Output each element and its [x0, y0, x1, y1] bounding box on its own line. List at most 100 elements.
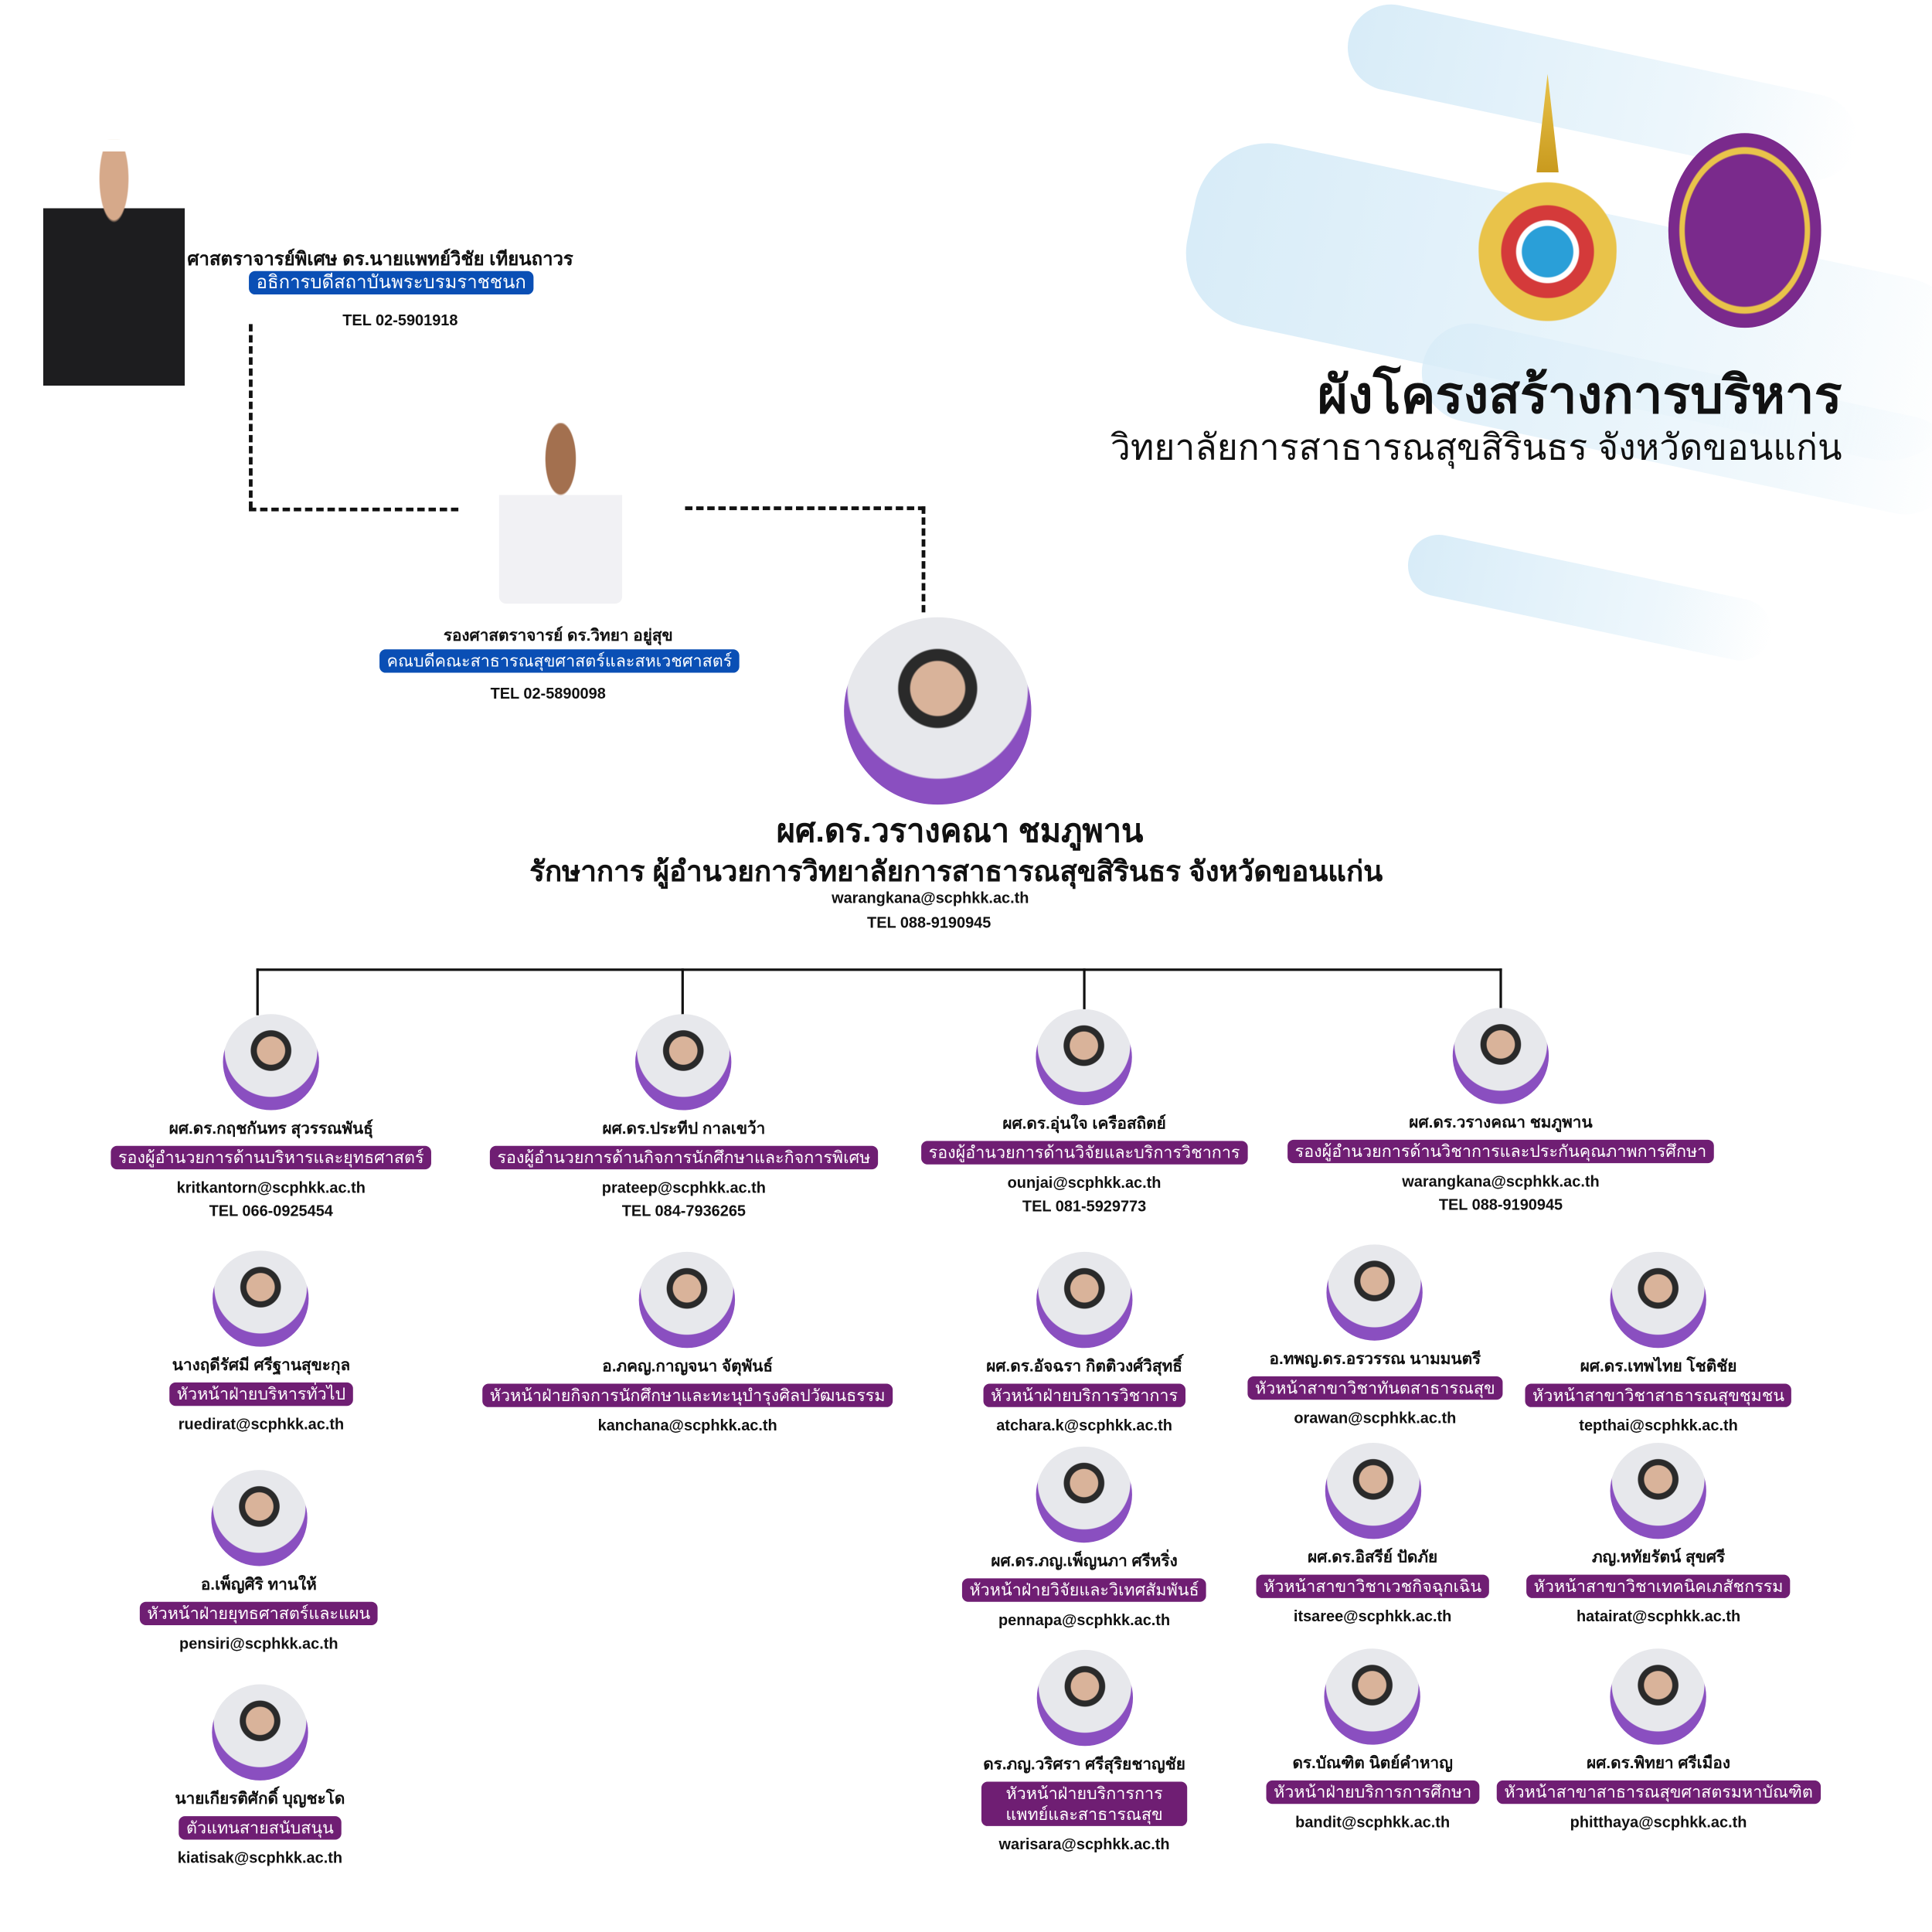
- staff-photo: [635, 1014, 733, 1111]
- staff-card: ผศ.ดร.ประทีป กาลเขว้ารองผู้อำนวยการด้านก…: [489, 1014, 878, 1220]
- staff-name: ผศ.ดร.ภญ.เพ็ญนภา ศรีหริ่ง: [991, 1551, 1178, 1570]
- director-photo: [43, 139, 185, 386]
- staff-position-badge: หัวหน้าฝ่ายกิจการนักศึกษาและทะนุบำรุงศิล…: [482, 1383, 893, 1407]
- tree-connector: [256, 968, 259, 1015]
- staff-photo: [1610, 1251, 1707, 1349]
- staff-card: ผศ.ดร.พิทยา ศรีเมืองหัวหน้าสาขาสาธารณสุข…: [1496, 1648, 1821, 1832]
- staff-photo: [223, 1014, 319, 1111]
- staff-email: ounjai@scphkk.ac.th: [1007, 1174, 1162, 1192]
- staff-position-badge: หัวหน้าสาขาวิชาทันตสาธารณสุข: [1247, 1376, 1503, 1400]
- staff-position-badge: หัวหน้าสาขาวิชาสาธารณสุขชุมชน: [1525, 1383, 1792, 1407]
- staff-photo: [1452, 1008, 1549, 1104]
- staff-name: ดร.บัณฑิต นิตย์คำหาญ: [1292, 1753, 1453, 1772]
- page-subtitle: วิทยาลัยการสาธารณสุขสิรินธร จังหวัดขอนแก…: [1110, 428, 1842, 468]
- staff-photo: [213, 1250, 310, 1347]
- college-seal-logo: [1668, 133, 1821, 328]
- dean-tel: TEL 02-5890098: [490, 685, 606, 702]
- staff-email: hatairat@scphkk.ac.th: [1576, 1607, 1741, 1626]
- staff-name: อ.ภคญ.กาญจนา จัตุพันธ์: [602, 1356, 774, 1376]
- staff-name: ผศ.ดร.กฤชกันทร สุวรรณพันธุ์: [168, 1118, 373, 1138]
- director-position-badge: อธิการบดีสถาบันพระบรมราชชนก: [249, 270, 534, 295]
- staff-email: orawan@scphkk.ac.th: [1294, 1409, 1457, 1427]
- staff-email: tepthai@scphkk.ac.th: [1579, 1417, 1738, 1434]
- staff-card: นายเกียรติศักดิ์ บุญชะโดตัวแทนสายสนับสนุ…: [175, 1684, 345, 1867]
- staff-name: ผศ.ดร.อุ่นใจ เครือสถิตย์: [1002, 1114, 1166, 1133]
- staff-email: kanchana@scphkk.ac.th: [597, 1417, 777, 1434]
- acting-director-position: รักษาการ ผู้อำนวยการวิทยาลัยการสาธารณสุข…: [529, 855, 1383, 887]
- staff-email: pensiri@scphkk.ac.th: [179, 1634, 338, 1653]
- staff-photo: [210, 1470, 308, 1566]
- dean-photo: [498, 422, 623, 604]
- staff-name: ผศ.ดร.ประทีป กาลเขว้า: [602, 1118, 766, 1138]
- staff-email: ruedirat@scphkk.ac.th: [178, 1415, 345, 1434]
- staff-tel: TEL 084-7936265: [621, 1202, 747, 1220]
- staff-position-badge: รองผู้อำนวยการด้านบริหารและยุทธศาสตร์: [111, 1145, 432, 1170]
- dashed-connector: [921, 506, 926, 613]
- staff-position-badge: หัวหน้าฝ่ายบริการการแพทย์และสาธารณสุข: [981, 1781, 1188, 1826]
- dashed-connector: [685, 506, 926, 511]
- page-title: ผังโครงสร้างการบริหาร: [1317, 366, 1842, 424]
- director-name: ศาสตราจารย์พิเศษ ดร.นายแพทย์วิชัย เทียนถ…: [187, 249, 573, 270]
- staff-card: ดร.บัณฑิต นิตย์คำหาญหัวหน้าฝ่ายบริการการ…: [1266, 1648, 1479, 1832]
- institute-logo: [1478, 160, 1617, 327]
- staff-position-badge: ตัวแทนสายสนับสนุน: [179, 1816, 342, 1840]
- staff-email: kiatisak@scphkk.ac.th: [177, 1849, 343, 1867]
- staff-card: ผศ.ดร.กฤชกันทร สุวรรณพันธุ์รองผู้อำนวยกา…: [111, 1014, 432, 1220]
- acting-director-name: ผศ.ดร.วรางคณา ชมภูพาน: [776, 811, 1144, 849]
- staff-position-badge: รองผู้อำนวยการด้านกิจการนักศึกษาและกิจกา…: [489, 1145, 878, 1170]
- staff-card: ผศ.ดร.วรางคณา ชมภูพานรองผู้อำนวยการด้านว…: [1287, 1008, 1714, 1213]
- staff-email: warangkana@scphkk.ac.th: [1402, 1172, 1600, 1191]
- staff-name: ผศ.ดร.อัจฉรา กิตติวงศ์วิสุทธิ์: [986, 1356, 1182, 1376]
- staff-email: warisara@scphkk.ac.th: [998, 1835, 1170, 1853]
- staff-photo: [1036, 1649, 1133, 1747]
- tree-connector: [681, 968, 684, 1015]
- staff-position-badge: หัวหน้าฝ่ายบริการวิชาการ: [983, 1383, 1185, 1407]
- background-stripe: [1402, 529, 1777, 666]
- staff-name: นายเกียรติศักดิ์ บุญชะโด: [175, 1789, 345, 1808]
- staff-photo: [1036, 1446, 1133, 1543]
- staff-name: อ.เพ็ญศิริ ทานให้: [200, 1574, 317, 1594]
- staff-tel: TEL 088-9190945: [1438, 1196, 1563, 1214]
- staff-position-badge: หัวหน้าฝ่ายบริการการศึกษา: [1266, 1780, 1479, 1804]
- dashed-connector: [249, 507, 459, 512]
- acting-director-email: warangkana@scphkk.ac.th: [832, 889, 1029, 907]
- staff-email: atchara.k@scphkk.ac.th: [996, 1417, 1172, 1434]
- staff-tel: TEL 081-5929773: [1022, 1197, 1147, 1216]
- staff-name: ภญ.หทัยรัตน์ สุขศรี: [1591, 1547, 1726, 1566]
- dean-name: รองศาสตราจารย์ ดร.วิทยา อยู่สุข: [443, 625, 673, 645]
- staff-photo: [1327, 1244, 1423, 1341]
- staff-card: อ.เพ็ญศิริ ทานให้หัวหน้าฝ่ายยุทธศาสตร์แล…: [139, 1470, 378, 1653]
- staff-name: นางฤดีรัศมี ศรีฐานสุขะกุล: [172, 1355, 351, 1374]
- staff-photo: [1036, 1009, 1133, 1106]
- director-tel: TEL 02-5901918: [342, 311, 458, 329]
- tree-connector: [1083, 968, 1086, 1011]
- staff-card: ผศ.ดร.ภญ.เพ็ญนภา ศรีหริ่งหัวหน้าฝ่ายวิจั…: [961, 1446, 1207, 1629]
- staff-card: ภญ.หทัยรัตน์ สุขศรีหัวหน้าสาขาวิชาเทคนิค…: [1526, 1443, 1791, 1625]
- staff-photo: [1324, 1443, 1421, 1539]
- staff-position-badge: หัวหน้าสาขาวิชาเทคนิคเภสัชกรรม: [1526, 1574, 1791, 1598]
- staff-position-badge: รองผู้อำนวยการด้านวิชาการและประกันคุณภาพ…: [1287, 1139, 1714, 1164]
- staff-position-badge: หัวหน้าฝ่ายยุทธศาสตร์และแผน: [139, 1601, 378, 1626]
- tree-connector: [256, 968, 1502, 971]
- staff-name: ดร.ภญ.วริศรา ศรีสุริยชาญชัย: [983, 1754, 1185, 1774]
- staff-photo: [212, 1684, 308, 1781]
- staff-position-badge: หัวหน้าสาขาวิชาเวชกิจฉุกเฉิน: [1256, 1574, 1489, 1598]
- staff-position-badge: หัวหน้าฝ่ายบริหารทั่วไป: [169, 1382, 353, 1406]
- staff-email: itsaree@scphkk.ac.th: [1293, 1607, 1452, 1626]
- staff-card: ผศ.ดร.อัจฉรา กิตติวงศ์วิสุทธิ์หัวหน้าฝ่า…: [983, 1251, 1185, 1434]
- staff-photo: [1036, 1251, 1133, 1349]
- staff-name: ผศ.ดร.พิทยา ศรีเมือง: [1587, 1753, 1731, 1772]
- staff-email: phitthaya@scphkk.ac.th: [1570, 1813, 1747, 1832]
- staff-email: prateep@scphkk.ac.th: [601, 1179, 766, 1197]
- staff-card: ผศ.ดร.อุ่นใจ เครือสถิตย์รองผู้อำนวยการด้…: [921, 1009, 1248, 1216]
- staff-photo: [1610, 1648, 1707, 1745]
- staff-email: bandit@scphkk.ac.th: [1295, 1813, 1451, 1832]
- staff-tel: TEL 066-0925454: [209, 1202, 333, 1220]
- tree-connector: [1499, 968, 1502, 1011]
- dashed-connector: [249, 324, 253, 509]
- staff-photo: [1324, 1648, 1421, 1745]
- staff-card: อ.ทพญ.ดร.อรวรรณ นามมนตรีหัวหน้าสาขาวิชาท…: [1247, 1244, 1503, 1427]
- staff-position-badge: หัวหน้าฝ่ายวิจัยและวิเทศสัมพันธ์: [961, 1578, 1207, 1602]
- staff-card: อ.ภคญ.กาญจนา จัตุพันธ์หัวหน้าฝ่ายกิจการน…: [482, 1251, 893, 1434]
